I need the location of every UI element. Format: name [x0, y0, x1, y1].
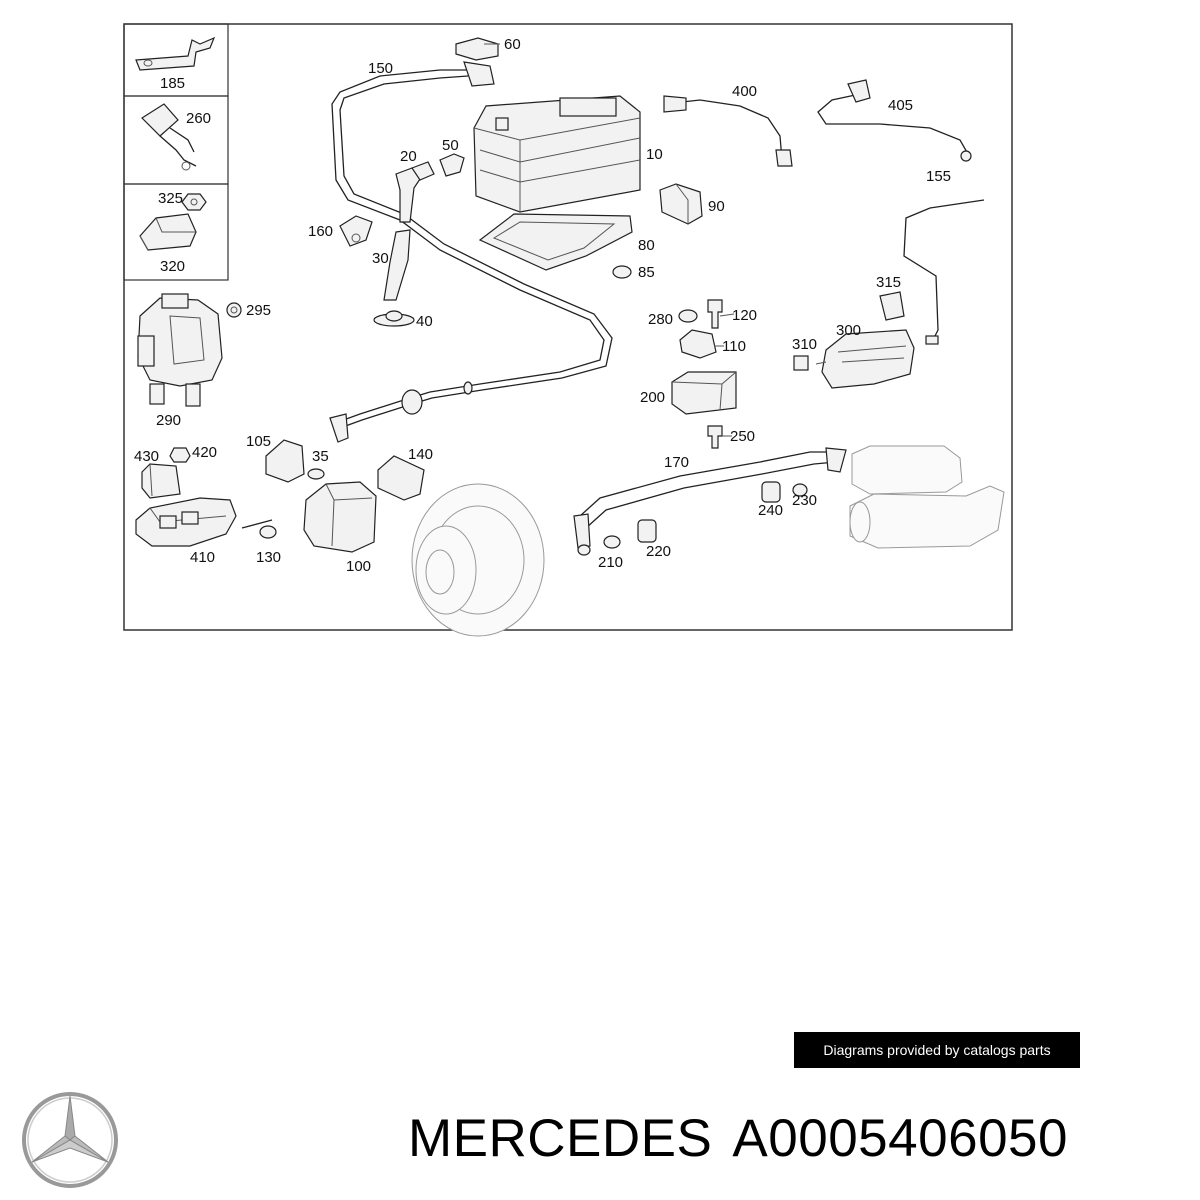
label-140: 140 [408, 446, 433, 463]
label-160: 160 [308, 223, 333, 240]
label-325: 325 [158, 190, 183, 207]
part-315-fuse [879, 291, 905, 321]
part-85-nut [612, 265, 632, 279]
label-20: 20 [400, 148, 417, 165]
label-110: 110 [722, 338, 746, 355]
part-220-sleeve [637, 519, 657, 543]
part-150-cable [329, 61, 613, 443]
parts-diagram: 185 260 325 320 295 290 430 420 410 60 1… [123, 23, 1013, 637]
label-105: 105 [246, 433, 271, 450]
label-290: 290 [156, 412, 181, 429]
part-110-bracket [679, 329, 717, 359]
part-420-nut [169, 447, 191, 463]
label-155: 155 [926, 168, 951, 185]
part-80-tray [478, 213, 633, 271]
label-100: 100 [346, 558, 371, 575]
part-400-cable [663, 95, 793, 167]
inset-boxes [123, 23, 229, 281]
label-130: 130 [256, 549, 281, 566]
label-80: 80 [638, 237, 655, 254]
part-230-nut [792, 483, 808, 497]
label-200: 200 [640, 389, 665, 406]
label-185: 185 [160, 75, 185, 92]
label-120: 120 [732, 307, 757, 324]
mercedes-star-logo-icon [22, 1092, 118, 1188]
leader-lines [484, 43, 827, 437]
label-410: 410 [190, 549, 215, 566]
part-100-regulator [303, 481, 377, 553]
label-315: 315 [876, 274, 901, 291]
part-90-relay [659, 183, 703, 225]
part-410-fuse-holder [135, 497, 237, 547]
part-405-cable [817, 79, 972, 162]
label-320: 320 [160, 258, 185, 275]
part-300-fuse-box [821, 329, 915, 389]
label-240: 240 [758, 502, 783, 519]
label-210: 210 [598, 554, 623, 571]
label-60: 60 [504, 36, 521, 53]
label-50: 50 [442, 137, 459, 154]
label-420: 420 [192, 444, 217, 461]
label-430: 430 [134, 448, 159, 465]
part-105-connector [265, 439, 305, 483]
part-430-relay [141, 463, 181, 499]
part-310-clip [793, 355, 809, 371]
starter-ghost [849, 445, 1005, 549]
part-20-elbow [395, 161, 435, 223]
label-170: 170 [664, 454, 689, 471]
label-10: 10 [646, 146, 663, 163]
label-310: 310 [792, 336, 817, 353]
part-210-washer [603, 535, 621, 549]
label-230: 230 [792, 492, 817, 509]
part-250-bolt [707, 425, 723, 449]
part-200-relay-box [671, 371, 737, 415]
part-170-cable [573, 447, 847, 556]
part-30-hose [383, 229, 411, 301]
part-10-battery [473, 95, 641, 213]
label-400: 400 [732, 83, 757, 100]
part-120-bolt [707, 299, 723, 329]
label-220: 220 [646, 543, 671, 560]
label-300: 300 [836, 322, 861, 339]
label-250: 250 [730, 428, 755, 445]
label-30: 30 [372, 250, 389, 267]
brand-name: MERCEDES [408, 1109, 713, 1168]
brand-part-line: MERCEDES A0005406050 [408, 1108, 1068, 1169]
label-260: 260 [186, 110, 211, 127]
part-50-plug [439, 153, 465, 177]
part-290-module [137, 293, 223, 407]
diagram-credit-badge: Diagrams provided by catalogs parts [794, 1032, 1080, 1068]
part-325-nut [181, 193, 207, 211]
part-160-connector [339, 215, 373, 247]
label-295: 295 [246, 302, 271, 319]
diagram-credit-text: Diagrams provided by catalogs parts [823, 1042, 1051, 1058]
part-240-sleeve [761, 481, 781, 503]
part-35-nut [307, 468, 325, 480]
label-150: 150 [368, 60, 393, 77]
label-405: 405 [888, 97, 913, 114]
label-85: 85 [638, 264, 655, 281]
part-number: A0005406050 [732, 1109, 1069, 1168]
part-295-nut [226, 302, 242, 318]
label-90: 90 [708, 198, 725, 215]
alternator-ghost [411, 483, 545, 637]
label-35: 35 [312, 448, 329, 465]
part-130-nut [241, 519, 277, 539]
part-40-grommet [373, 310, 415, 327]
part-280-nut [678, 309, 698, 323]
part-140-plug [377, 455, 425, 501]
part-320-block [139, 213, 197, 251]
part-155-wire [903, 199, 985, 345]
part-260-sensor [141, 103, 197, 171]
label-40: 40 [416, 313, 433, 330]
label-280: 280 [648, 311, 673, 328]
part-185-bracket [135, 36, 216, 71]
callout-labels: 185 260 325 320 295 290 430 420 410 60 1… [134, 36, 951, 575]
